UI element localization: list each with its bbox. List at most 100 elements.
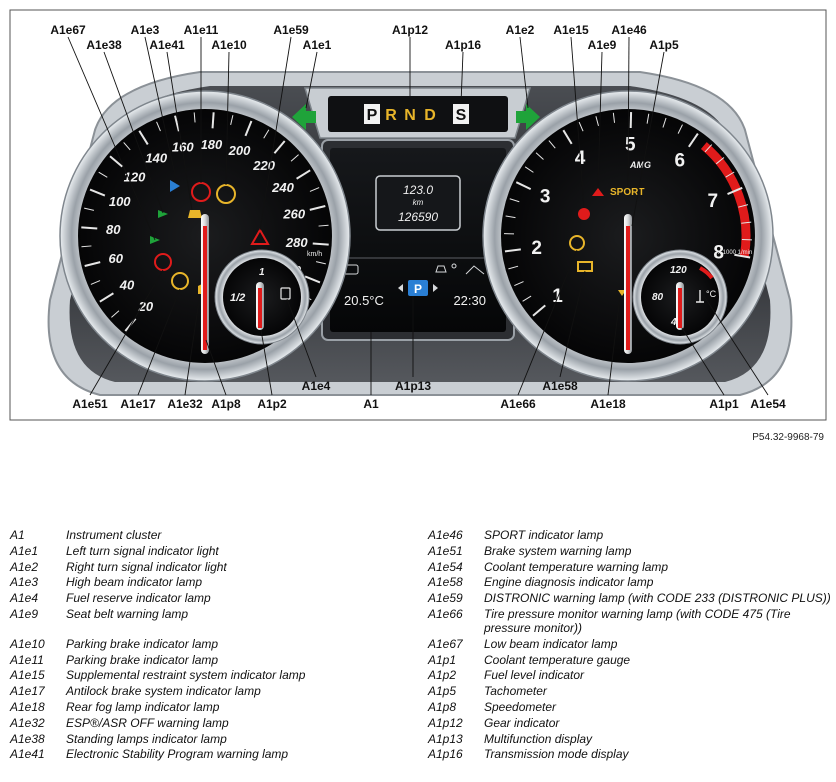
callout-a1p2: A1p2 [257, 397, 287, 411]
legend-description: Supplemental restraint system indicator … [66, 668, 306, 683]
instrument-cluster-diagram: P R N D S 123.0 km 126590 20.5°C 22:30 P… [9, 9, 827, 421]
speed-label-40: 40 [119, 277, 135, 292]
tach-unit: x 1000 1/min [718, 250, 752, 256]
legend-code: A1e54 [428, 559, 463, 574]
major-tick [309, 205, 326, 211]
legend-description: Antilock brake system indicator lamp [66, 684, 261, 699]
fuel-needle [258, 288, 262, 328]
sport-indicator: SPORT [610, 187, 644, 198]
legend-description: Instrument cluster [66, 528, 162, 542]
gear-p-box [364, 104, 380, 124]
legend-code: A1e1 [10, 543, 39, 558]
road-icon [465, 265, 485, 275]
minor-tick [715, 157, 725, 165]
tach-label-8: 8 [713, 243, 724, 264]
minor-tick [98, 171, 108, 178]
minor-tick [505, 215, 516, 219]
legend-code: A1p1 [428, 652, 457, 667]
legend-description: Speedometer [484, 699, 557, 714]
car-icon [435, 265, 447, 273]
legend-description: Parking brake indicator lamp [66, 636, 219, 651]
srs-indicator-icon [578, 208, 590, 220]
minor-tick [662, 117, 667, 128]
callout-a1: A1 [363, 397, 379, 411]
legend-description: Left turn signal indicator light [66, 543, 219, 558]
callout-leader-lines [67, 36, 769, 396]
callout-a1e2: A1e2 [506, 23, 535, 37]
major-tick [89, 188, 106, 197]
legend-description: Transmission mode display [484, 747, 629, 762]
callout-a1e38: A1e38 [86, 38, 122, 52]
speed-label-220: 220 [252, 158, 275, 173]
minor-tick [318, 224, 329, 227]
speed-label-100: 100 [109, 194, 131, 209]
legend-row: A1p1 Coolant temperature gauge [428, 653, 836, 667]
legend-description: Fuel reserve indicator lamp [66, 591, 211, 606]
major-tick [515, 181, 532, 191]
legend-description: Engine diagnosis indicator lamp [484, 575, 654, 590]
coolant-unit: °C [706, 289, 717, 299]
major-tick [109, 155, 123, 168]
coolant-temperature-icon [696, 290, 704, 303]
callout-labels: A1e67 A1e38 A1e3 A1e41 A1e11 A1e10 A1e59… [50, 23, 786, 411]
major-tick [99, 292, 114, 303]
legend-description: High beam indicator lamp [66, 575, 203, 590]
gear-p: P [367, 107, 378, 124]
legend-code: A1p13 [428, 731, 463, 746]
location-icon [451, 263, 457, 269]
callout-a1p8: A1p8 [211, 397, 241, 411]
speed-label-80: 80 [106, 222, 121, 237]
major-tick [174, 115, 180, 132]
trip-odometer: 123.0 [403, 183, 433, 197]
major-tick [304, 275, 321, 284]
minor-tick [514, 281, 524, 287]
display-time: 22:30 [453, 293, 486, 308]
legend-code: A1e59 [428, 591, 463, 606]
callout-a1p12: A1p12 [392, 23, 428, 37]
display-arrow-right-icon [433, 284, 438, 292]
minor-tick [524, 166, 534, 173]
legend-code: A1e58 [428, 575, 463, 590]
legend-code: A1e17 [10, 684, 45, 699]
legend-code: A1e51 [428, 543, 463, 558]
tach-label-3: 3 [540, 187, 551, 208]
speed-label-140: 140 [145, 151, 167, 166]
transmission-mode-box [453, 104, 469, 124]
minor-tick [193, 112, 196, 123]
major-tick [296, 169, 311, 180]
legend-description: SPORT indicator lamp [484, 528, 604, 542]
legend-row: A1e1 Left turn signal indicator light [10, 544, 420, 558]
distronic-warning-icon [250, 227, 270, 245]
legend-row: A1e17 Antilock brake system indicator lam… [10, 684, 420, 698]
legend-code: A1e11 [10, 652, 44, 667]
callout-a1e15: A1e15 [553, 23, 589, 37]
gear-r: R [385, 107, 397, 124]
left-turn-signal-icon [292, 104, 316, 130]
major-tick [138, 130, 149, 145]
callout-a1e51: A1e51 [72, 397, 108, 411]
speedometer-needle [203, 226, 207, 350]
legend-description: ESP®/ASR OFF warning lamp [66, 715, 229, 730]
seat-belt-warning-icon [592, 188, 604, 196]
tachometer-ticks [504, 112, 752, 317]
legend-description: Coolant temperature gauge [484, 652, 631, 667]
gear-n: N [404, 107, 416, 124]
callout-a1p5: A1p5 [649, 38, 679, 52]
legend-description: Electronic Stability Program warning lam… [66, 747, 289, 762]
minor-tick [612, 112, 616, 123]
speed-unit: km/h [307, 251, 322, 258]
park-label: P [414, 282, 422, 296]
minor-tick [725, 171, 735, 178]
speed-label-260: 260 [282, 206, 305, 221]
